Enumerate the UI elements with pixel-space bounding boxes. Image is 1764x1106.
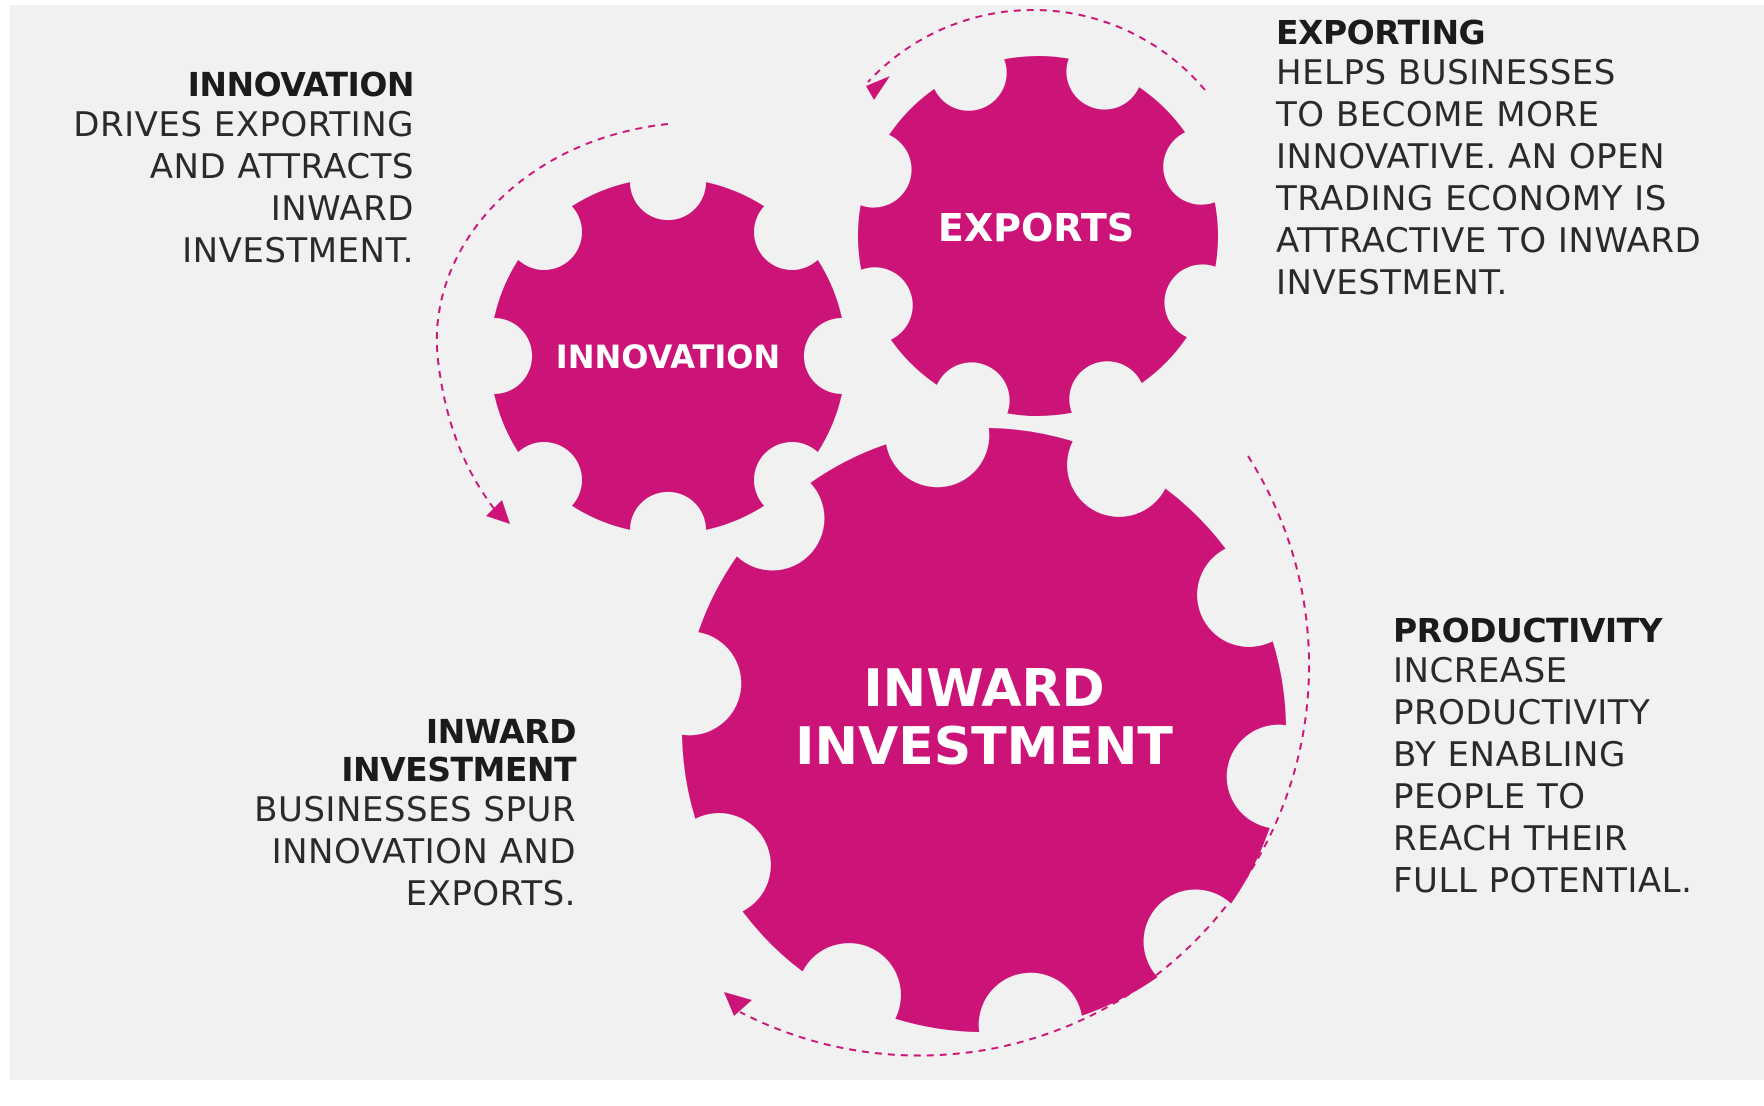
innovation-gear-label: INNOVATION bbox=[556, 338, 780, 376]
cycle-arrowhead-left bbox=[486, 500, 510, 524]
productivity-annotation-body: INCREASE PRODUCTIVITY BY ENABLING PEOPLE… bbox=[1393, 651, 1693, 901]
cycle-arrowhead-bottom bbox=[724, 992, 752, 1016]
cycle-arrow-exports-to-innovation bbox=[867, 9, 1206, 91]
cycle-arrow-productivity bbox=[739, 455, 1311, 1057]
inward-investment-annotation: INWARD INVESTMENT BUSINESSES SPUR INNOVA… bbox=[156, 713, 576, 915]
productivity-annotation: PRODUCTIVITY INCREASE PRODUCTIVITY BY EN… bbox=[1393, 612, 1753, 902]
cycle-arrowhead-top bbox=[866, 76, 890, 100]
cycle-arrow-innovation-left bbox=[435, 123, 669, 517]
inward-annotation-heading-line2: INVESTMENT bbox=[341, 750, 576, 789]
innovation-annotation-heading: INNOVATION bbox=[187, 65, 415, 104]
exports-gear-label: EXPORTS bbox=[938, 206, 1134, 250]
inward-annotation-heading-line1: INWARD bbox=[425, 712, 577, 751]
exporting-annotation: EXPORTING HELPS BUSINESSES TO BECOME MOR… bbox=[1276, 14, 1756, 304]
innovation-gear bbox=[494, 182, 842, 530]
exports-gear bbox=[857, 55, 1219, 417]
inward-annotation-body: BUSINESSES SPUR INNOVATION AND EXPORTS. bbox=[254, 790, 576, 914]
inward-investment-gear bbox=[682, 428, 1286, 1032]
innovation-annotation-body: DRIVES EXPORTING AND ATTRACTS INWARD INV… bbox=[73, 105, 414, 271]
exporting-annotation-heading: EXPORTING bbox=[1276, 13, 1486, 52]
productivity-annotation-heading: PRODUCTIVITY bbox=[1393, 611, 1663, 650]
inward-gear-label-line2: INVESTMENT bbox=[795, 717, 1173, 777]
innovation-annotation: INNOVATION DRIVES EXPORTING AND ATTRACTS… bbox=[0, 66, 414, 272]
inward-gear-label-line1: INWARD bbox=[863, 659, 1104, 719]
exporting-annotation-body: HELPS BUSINESSES TO BECOME MORE INNOVATI… bbox=[1276, 53, 1702, 303]
